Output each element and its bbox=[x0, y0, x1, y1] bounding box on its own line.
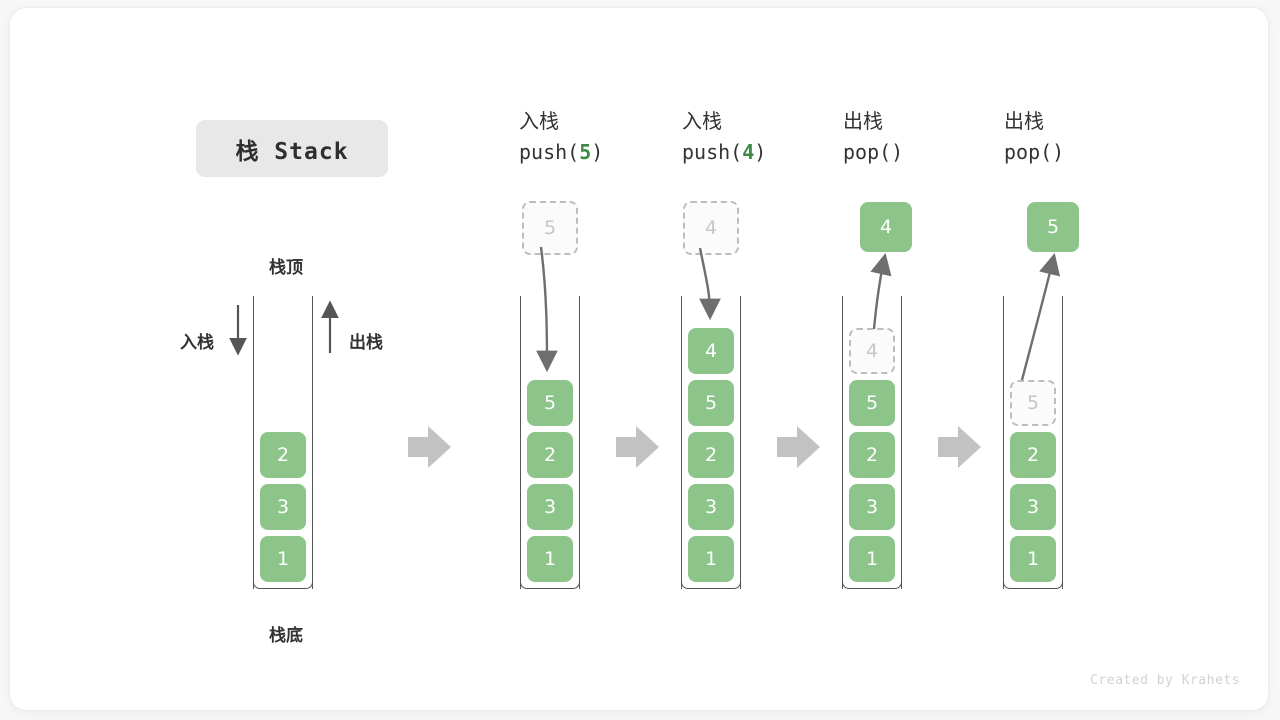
incoming-element-ghost: 4 bbox=[683, 201, 739, 255]
stack-container-pop-2 bbox=[1003, 296, 1063, 589]
stack-floor bbox=[520, 567, 580, 589]
operation-caption-push-5: 入栈 push(5) bbox=[519, 106, 669, 168]
operation-code-prefix: pop( bbox=[843, 140, 892, 164]
stack-wall-right bbox=[312, 296, 313, 589]
stack-cell: 3 bbox=[527, 484, 573, 530]
stack-floor bbox=[253, 567, 313, 589]
stack-container-pop-1 bbox=[842, 296, 902, 589]
stack-cell: 5 bbox=[527, 380, 573, 426]
stack-top-label: 栈顶 bbox=[269, 258, 303, 278]
stack-wall-left bbox=[253, 296, 254, 589]
popped-element-ghost: 5 bbox=[1010, 380, 1056, 426]
stack-cell: 4 bbox=[688, 328, 734, 374]
stack-cell: 2 bbox=[1010, 432, 1056, 478]
operation-label-code: push(5) bbox=[519, 137, 669, 168]
stack-cell: 1 bbox=[1010, 536, 1056, 582]
stack-cell: 3 bbox=[260, 484, 306, 530]
push-direction-label: 入栈 bbox=[180, 333, 214, 353]
stack-wall-left bbox=[520, 296, 521, 589]
credit-text: Created by Krahets bbox=[1090, 673, 1240, 688]
stack-container-push-4 bbox=[681, 296, 741, 589]
stack-cell: 2 bbox=[849, 432, 895, 478]
operation-caption-push-4: 入栈 push(4) bbox=[682, 106, 832, 168]
operation-label-cn: 出栈 bbox=[1004, 109, 1044, 133]
operation-code-suffix: ) bbox=[754, 140, 767, 164]
operation-caption-pop-2: 出栈 pop() bbox=[1004, 106, 1154, 168]
operation-code-prefix: push( bbox=[519, 140, 580, 164]
stack-floor bbox=[842, 567, 902, 589]
operation-label-code: pop() bbox=[843, 137, 993, 168]
stack-wall-right bbox=[579, 296, 580, 589]
operation-code-suffix: ) bbox=[591, 140, 604, 164]
outgoing-element: 5 bbox=[1027, 202, 1079, 252]
operation-code-suffix: ) bbox=[891, 140, 904, 164]
stack-cell: 2 bbox=[688, 432, 734, 478]
operation-label-cn: 出栈 bbox=[843, 109, 883, 133]
stack-cell: 5 bbox=[849, 380, 895, 426]
stack-wall-right bbox=[901, 296, 902, 589]
stack-wall-left bbox=[1003, 296, 1004, 589]
operation-code-arg: 4 bbox=[742, 140, 755, 164]
stack-wall-left bbox=[842, 296, 843, 589]
transition-arrow bbox=[616, 426, 659, 468]
transition-arrow bbox=[777, 426, 820, 468]
stack-wall-left bbox=[681, 296, 682, 589]
operation-label-cn: 入栈 bbox=[519, 109, 559, 133]
stack-cell: 2 bbox=[260, 432, 306, 478]
incoming-element-ghost: 5 bbox=[522, 201, 578, 255]
stack-cell: 5 bbox=[688, 380, 734, 426]
transition-arrow bbox=[938, 426, 981, 468]
stack-cell: 3 bbox=[1010, 484, 1056, 530]
stack-floor bbox=[1003, 567, 1063, 589]
stack-cell: 2 bbox=[527, 432, 573, 478]
outgoing-element: 4 bbox=[860, 202, 912, 252]
operation-code-suffix: ) bbox=[1052, 140, 1065, 164]
operation-label-cn: 入栈 bbox=[682, 109, 722, 133]
stack-container-push-5 bbox=[520, 296, 580, 589]
operation-label-code: pop() bbox=[1004, 137, 1154, 168]
stack-container-initial bbox=[253, 296, 313, 589]
stack-cell: 3 bbox=[849, 484, 895, 530]
stack-wall-right bbox=[740, 296, 741, 589]
stack-cell: 1 bbox=[688, 536, 734, 582]
stack-bottom-label: 栈底 bbox=[269, 626, 303, 646]
stack-cell: 1 bbox=[849, 536, 895, 582]
operation-label-code: push(4) bbox=[682, 137, 832, 168]
operation-code-arg: 5 bbox=[579, 140, 592, 164]
stack-cell: 1 bbox=[527, 536, 573, 582]
popped-element-ghost: 4 bbox=[849, 328, 895, 374]
operation-code-prefix: push( bbox=[682, 140, 743, 164]
stack-cell: 3 bbox=[688, 484, 734, 530]
pop-direction-label: 出栈 bbox=[349, 333, 383, 353]
stack-cell: 1 bbox=[260, 536, 306, 582]
operation-caption-pop-1: 出栈 pop() bbox=[843, 106, 993, 168]
stack-floor bbox=[681, 567, 741, 589]
stack-wall-right bbox=[1062, 296, 1063, 589]
operation-code-prefix: pop( bbox=[1004, 140, 1053, 164]
diagram-card: 栈 Stack 栈顶 栈底 入栈 出栈 2 3 1 入栈 push(5) 5 5… bbox=[10, 8, 1268, 710]
diagram-title: 栈 Stack bbox=[196, 120, 388, 177]
transition-arrow bbox=[408, 426, 451, 468]
